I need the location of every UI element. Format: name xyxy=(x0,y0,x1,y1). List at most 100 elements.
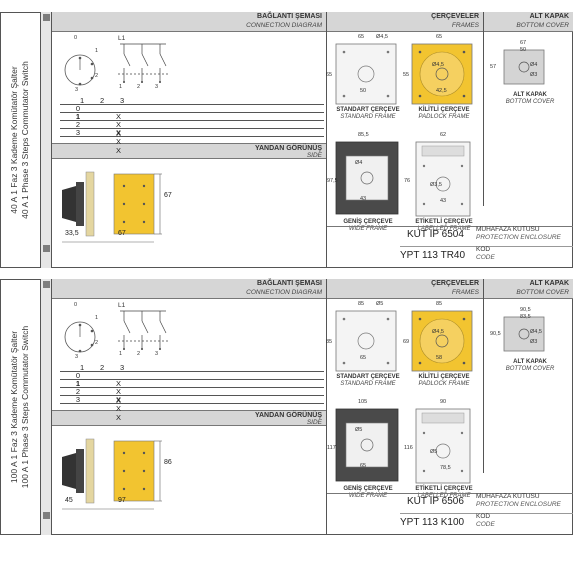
table-col-1: 1 xyxy=(80,96,85,105)
std-frame-caption: STANDART ÇERÇEVE xyxy=(336,107,400,113)
table-mark: X X X xyxy=(116,395,122,422)
enclosure-label: MUHAFAZA KUTUSU PROTECTION ENCLOSURE xyxy=(476,226,561,241)
std-frame-hole: Ø5 xyxy=(376,301,384,307)
contact-num-3: 3 xyxy=(155,84,159,90)
table-mark: X xyxy=(116,112,122,121)
lab-frame-caption-en: LABELLED FRAME xyxy=(417,226,471,232)
frames-header: ÇERÇEVELER FRAMES xyxy=(327,12,483,32)
marker-square xyxy=(43,245,50,252)
marker-strip xyxy=(41,12,52,268)
std-frame-caption-en: STANDARD FRAME xyxy=(340,114,396,120)
dial-label-1: 1 xyxy=(95,315,99,321)
table-row-1: 1 xyxy=(75,379,80,388)
code-label: KOD CODE xyxy=(476,513,495,528)
table-col-3: 3 xyxy=(120,96,125,105)
contact-num-1: 1 xyxy=(119,351,123,357)
wide-frame-caption: GENİŞ ÇERÇEVE xyxy=(343,486,393,492)
pad-frame-spacing: 42,5 xyxy=(436,88,447,94)
frames-subtitle: FRAMES xyxy=(451,289,479,296)
connection-diagram xyxy=(64,43,168,86)
lab-frame-spacing: 43 xyxy=(440,198,447,204)
lab-frame-hole: Ø3,5 xyxy=(430,182,442,188)
wide-frame-height: 117 xyxy=(327,445,336,451)
wide-frame-caption-en: WIDE FRAME xyxy=(348,493,388,499)
wide-frame-drawing xyxy=(335,408,399,482)
side-view-title: YANDAN GÖRÜNÜŞ xyxy=(254,145,322,152)
side-dim-c: 86 xyxy=(164,459,172,466)
cover-dim-d: Ø4 xyxy=(530,62,538,68)
cover-caption-en: BOTTOM COVER xyxy=(505,99,555,105)
wide-frame-caption-en: WIDE FRAME xyxy=(348,226,388,232)
side-view-title: YANDAN GÖRÜNÜŞ xyxy=(254,412,322,419)
contact-num-3: 3 xyxy=(155,351,159,357)
standard-frame-drawing xyxy=(335,310,397,372)
dial-label-2: 2 xyxy=(95,73,99,79)
side-view-drawing xyxy=(62,438,162,510)
cover-dim-a: 90,5 xyxy=(520,307,531,313)
code-label: KOD CODE xyxy=(476,246,495,261)
contact-num-2: 2 xyxy=(137,84,141,90)
pad-frame-width: 65 xyxy=(436,34,443,40)
side-title-tr: 100 A 1 Faz 3 Kademe Komütatör Şalter xyxy=(9,330,19,484)
side-dim-a: 45 xyxy=(65,497,73,504)
table-mark: X X xyxy=(116,120,122,138)
cover-dim-d: Ø4,5 xyxy=(530,329,542,335)
connection-header: BAĞLANTI ŞEMASI CONNECTION DIAGRAM xyxy=(52,279,326,299)
std-frame-height: 85 xyxy=(326,339,333,345)
cover-title: ALT KAPAK xyxy=(529,280,569,287)
lab-frame-spacing: 78,5 xyxy=(440,465,451,471)
dial-label-0: 0 xyxy=(74,35,78,41)
wide-frame-spacing: 43 xyxy=(360,196,367,202)
padlock-frame-drawing xyxy=(411,43,473,105)
side-view-subtitle: SIDE xyxy=(306,152,322,159)
pad-frame-caption-en: PADLOCK FRAME xyxy=(418,114,470,120)
table-row-2: 2 xyxy=(75,120,80,129)
product-panel-100a: 100 A 1 Faz 3 Kademe Komütatör Şalter 10… xyxy=(0,279,575,537)
table-col-2: 2 xyxy=(100,96,105,105)
table-row-0: 0 xyxy=(75,104,80,113)
cover-caption: ALT KAPAK xyxy=(513,92,547,98)
cover-dim-e: Ø3 xyxy=(530,72,538,78)
table-row-2: 2 xyxy=(75,387,80,396)
frames-title: ÇERÇEVELER xyxy=(431,13,479,20)
wide-frame-hole: Ø4 xyxy=(355,160,363,166)
side-view-header: YANDAN GÖRÜNÜŞ SIDE xyxy=(52,410,326,426)
product-panel-40a: 40 A 1 Faz 3 Kademe Komütatör Şalter 40 … xyxy=(0,12,575,270)
std-frame-height: 65 xyxy=(326,72,333,78)
dial-label-3: 3 xyxy=(75,354,79,360)
cover-header: ALT KAPAK BOTTOM COVER xyxy=(484,279,573,299)
frames-subtitle: FRAMES xyxy=(451,22,479,29)
std-frame-width: 65 xyxy=(358,34,365,40)
product-code: YPT 113 K100 xyxy=(400,517,465,528)
table-col-1: 1 xyxy=(80,363,85,372)
dial-label-2: 2 xyxy=(95,340,99,346)
wide-frame-caption: GENİŞ ÇERÇEVE xyxy=(343,219,393,225)
pad-frame-height: 55 xyxy=(403,72,410,78)
cover-dim-c: 90,5 xyxy=(490,331,501,337)
side-dim-b: 67 xyxy=(118,230,126,237)
table-col-3: 3 xyxy=(120,363,125,372)
pad-frame-caption-en: PADLOCK FRAME xyxy=(418,381,470,387)
dial-label-3: 3 xyxy=(75,87,79,93)
wide-frame-spacing: 65 xyxy=(360,463,367,469)
labelled-frame-drawing xyxy=(415,141,471,217)
table-mark: X xyxy=(116,379,122,388)
side-title-en: 40 A 1 Phase 3 Steps Commutator Switch xyxy=(20,61,30,219)
enclosure-code: KUT IP 6506 xyxy=(407,496,464,507)
side-title-tr: 40 A 1 Faz 3 Kademe Komütatör Şalter xyxy=(9,66,19,214)
std-frame-width: 85 xyxy=(358,301,365,307)
connection-title: BAĞLANTI ŞEMASI xyxy=(257,13,322,20)
bottom-cover-drawing xyxy=(503,316,545,352)
side-view-drawing xyxy=(62,171,162,243)
wide-frame-width: 85,5 xyxy=(358,132,369,138)
std-frame-caption: STANDART ÇERÇEVE xyxy=(336,374,400,380)
enclosure-code: KUT IP 6504 xyxy=(407,229,464,240)
frames-title: ÇERÇEVELER xyxy=(431,280,479,287)
pad-frame-caption: KİLİTLİ ÇERÇEVE xyxy=(418,374,470,380)
contact-num-2: 2 xyxy=(137,351,141,357)
enclosure-label: MUHAFAZA KUTUSU PROTECTION ENCLOSURE xyxy=(476,493,561,508)
side-title-column: 40 A 1 Faz 3 Kademe Komütatör Şalter 40 … xyxy=(0,12,41,268)
labelled-frame-drawing xyxy=(415,408,471,484)
lab-frame-caption: ETİKETLİ ÇERÇEVE xyxy=(415,486,473,492)
frames-header: ÇERÇEVELER FRAMES xyxy=(327,279,483,299)
